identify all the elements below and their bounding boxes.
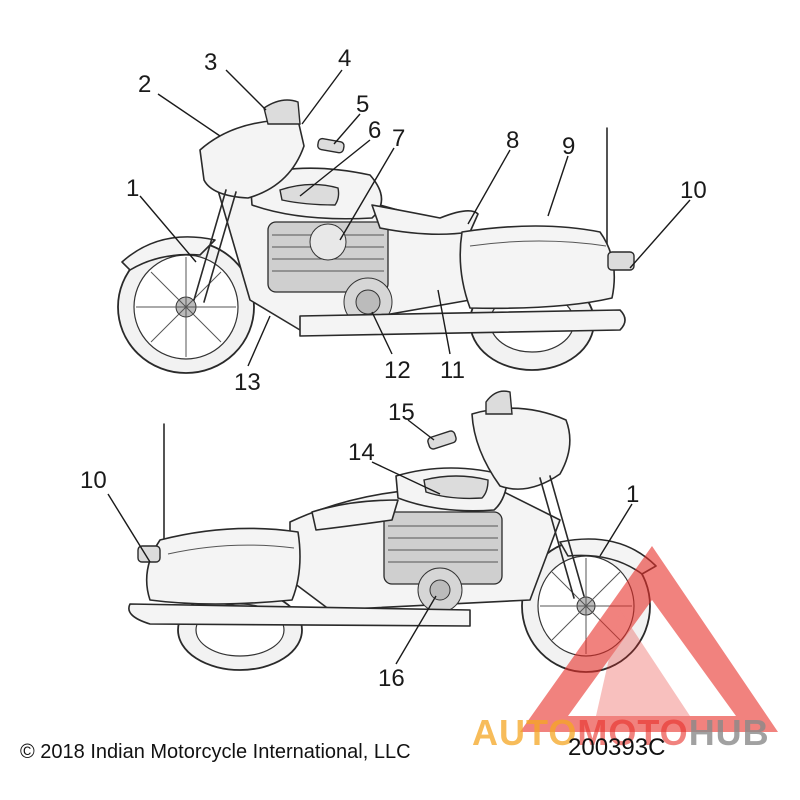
watermark-logo xyxy=(520,546,778,732)
callout-3: 3 xyxy=(204,49,217,76)
tank-badge-top xyxy=(279,183,340,206)
callout-16: 16 xyxy=(378,665,405,692)
saddlebag-top xyxy=(459,225,616,310)
callout-4: 4 xyxy=(338,45,351,72)
callout-2: 2 xyxy=(138,71,151,98)
callout-numbers: 1 2 3 4 5 6 7 8 9 10 11 12 13 10 14 15 1… xyxy=(80,45,707,692)
callout-15: 15 xyxy=(388,399,415,426)
callout-11: 11 xyxy=(440,357,465,384)
callout-9: 9 xyxy=(562,133,575,160)
windshield-top xyxy=(263,99,301,125)
callout-13: 13 xyxy=(234,369,261,396)
engine-bottom xyxy=(383,511,503,613)
callout-5: 5 xyxy=(356,91,369,118)
fairing-bottom xyxy=(471,407,571,490)
motorcycle-top-view xyxy=(117,99,635,374)
watermark-part-moto: MOTO xyxy=(577,712,689,753)
watermark-text: AUTOMOTOHUB xyxy=(472,712,770,754)
exhaust-bottom xyxy=(128,603,471,627)
watermark-part-auto: AUTO xyxy=(472,712,578,753)
handlebar-grip-bottom xyxy=(427,430,457,450)
callout-10-top: 10 xyxy=(680,177,707,204)
drawing-number: 200393C xyxy=(568,734,666,761)
seat-bottom xyxy=(311,499,399,531)
watermark-part-hub: HUB xyxy=(688,712,770,753)
tank-badge-bottom xyxy=(423,475,489,500)
fairing-top xyxy=(199,119,305,199)
callout-7: 7 xyxy=(392,125,405,152)
windshield-bottom xyxy=(485,390,513,415)
engine-top xyxy=(267,221,393,327)
callout-6: 6 xyxy=(368,117,381,144)
exhaust-top xyxy=(299,309,626,337)
fork-bottom xyxy=(539,477,575,599)
copyright-notice: © 2018 Indian Motorcycle International, … xyxy=(20,741,411,763)
leader-lines xyxy=(107,69,691,665)
front-wheel-top xyxy=(117,236,255,374)
fork-top xyxy=(193,189,227,301)
callout-12: 12 xyxy=(384,357,411,384)
motorcycle-bottom-view xyxy=(128,390,657,673)
tail-lamp-top xyxy=(607,251,635,271)
callout-8: 8 xyxy=(506,127,519,154)
watermark-triangle xyxy=(520,546,778,732)
handlebar-grip-top xyxy=(317,137,345,154)
callout-14: 14 xyxy=(348,439,375,466)
front-fender-top xyxy=(121,236,216,271)
callout-1-top: 1 xyxy=(126,175,139,202)
callout-10-bottom: 10 xyxy=(80,467,107,494)
seat-top xyxy=(371,204,479,236)
callout-1-bottom: 1 xyxy=(626,481,639,508)
tail-lamp-bottom xyxy=(137,545,161,563)
saddlebag-bottom xyxy=(145,527,301,605)
